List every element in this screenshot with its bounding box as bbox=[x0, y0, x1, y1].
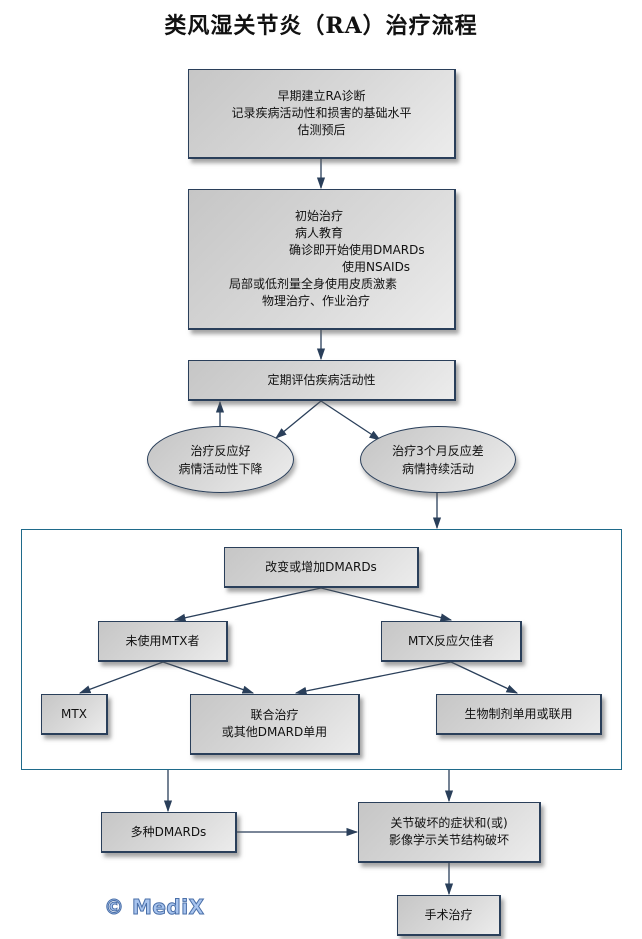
arrow-nomtx-to-combination bbox=[162, 661, 255, 694]
node-text: 或其他DMARD单用 bbox=[221, 725, 328, 739]
node-combination: 联合治疗 或其他DMARD单用 bbox=[190, 694, 360, 755]
dmard-adjustment-group bbox=[21, 529, 622, 770]
page-title: 类风湿关节炎（RA）治疗流程 bbox=[164, 13, 478, 39]
node-text: MTX bbox=[61, 706, 87, 721]
node-joint-damage: 关节破坏的症状和(或) 影像学示关节结构破坏 bbox=[358, 802, 541, 863]
node-surgery: 手术治疗 bbox=[397, 895, 501, 936]
node-text: 关节破坏的症状和(或) bbox=[390, 816, 508, 830]
node-text: 改变或增加DMARDs bbox=[265, 559, 377, 574]
node-text: 局部或低剂量全身使用皮质激素 bbox=[229, 277, 398, 291]
arrow-assessment-to-good bbox=[275, 400, 322, 439]
node-text: MTX反应欠佳者 bbox=[408, 633, 494, 648]
node-text: 生物制剂单用或联用 bbox=[464, 706, 573, 721]
node-mtx-poor: MTX反应欠佳者 bbox=[381, 621, 522, 662]
node-text: 多种DMARDs bbox=[130, 824, 207, 839]
node-multiple-dmards: 多种DMARDs bbox=[101, 812, 237, 853]
node-text: 病人教育 bbox=[295, 226, 344, 240]
node-change-dmards: 改变或增加DMARDs bbox=[224, 547, 419, 588]
node-mtx: MTX bbox=[41, 694, 108, 735]
node-good-response: 治疗反应好 病情活动性下降 bbox=[147, 426, 294, 493]
node-text: 治疗3个月反应差 bbox=[392, 443, 484, 458]
node-poor-response: 治疗3个月反应差 病情持续活动 bbox=[360, 426, 516, 493]
node-text: 联合治疗 bbox=[250, 708, 299, 722]
node-initial-treatment: 初始治疗 病人教育 确诊即开始使用DMARDs 使用NSAIDs 局部或低剂量全… bbox=[188, 189, 456, 330]
arrow-assessment-to-poor bbox=[320, 400, 381, 441]
medix-watermark-logo: © MediX bbox=[104, 895, 205, 920]
node-text: 估测预后 bbox=[297, 123, 346, 137]
node-text: 手术治疗 bbox=[424, 907, 473, 922]
node-text: 定期评估疾病活动性 bbox=[267, 372, 376, 387]
node-text: 记录疾病活动性和损害的基础水平 bbox=[231, 106, 412, 120]
node-text: 病情活动性下降 bbox=[178, 461, 263, 476]
node-text: 物理治疗、作业治疗 bbox=[262, 294, 371, 308]
node-no-mtx: 未使用MTX者 bbox=[98, 621, 228, 662]
node-text: 影像学示关节结构破坏 bbox=[388, 833, 509, 847]
node-assessment: 定期评估疾病活动性 bbox=[188, 360, 456, 401]
arrow-nomtx-to-mtx bbox=[78, 661, 164, 694]
node-biologics: 生物制剂单用或联用 bbox=[436, 694, 602, 735]
node-text: 初始治疗 bbox=[295, 209, 344, 223]
node-text: 治疗反应好 bbox=[190, 443, 251, 458]
node-text: 早期建立RA诊断 bbox=[277, 89, 366, 103]
arrow-change-to-mtxpoor bbox=[320, 587, 453, 622]
arrow-change-to-nomtx bbox=[173, 587, 322, 622]
node-text: 确诊即开始使用DMARDs bbox=[289, 243, 425, 257]
node-text: 病情持续活动 bbox=[401, 461, 474, 476]
arrow-mtxpoor-to-combination bbox=[294, 661, 452, 695]
node-text: 未使用MTX者 bbox=[125, 633, 200, 648]
arrow-mtxpoor-to-biologics bbox=[450, 661, 519, 694]
node-text: 使用NSAIDs bbox=[342, 260, 411, 274]
node-diagnosis: 早期建立RA诊断 记录疾病活动性和损害的基础水平 估测预后 bbox=[188, 69, 456, 159]
